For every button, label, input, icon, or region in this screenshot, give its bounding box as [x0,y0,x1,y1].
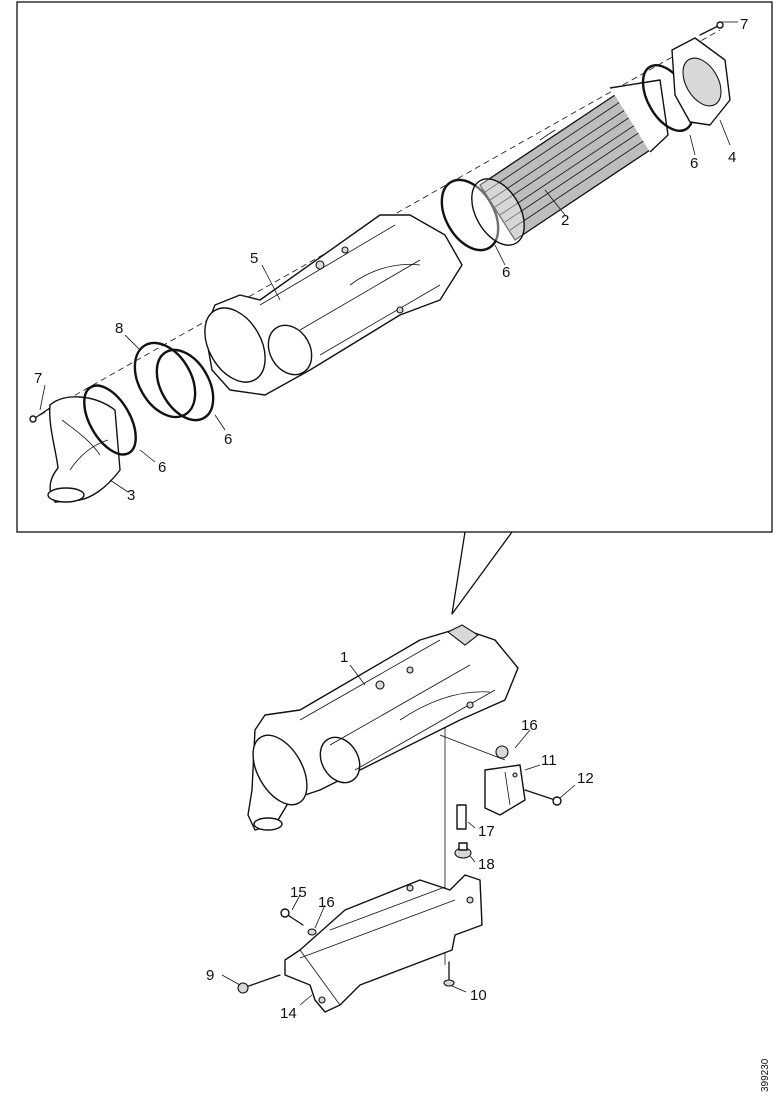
detail-frame [16,1,773,533]
callout-5: 5 [250,250,258,267]
seal-ring-6-left [83,384,137,456]
ring-8 [133,341,197,419]
part-11-bracket [484,764,526,816]
part-2-cooler-core [471,79,669,246]
callout-15: 15 [290,884,307,901]
callout-14: 14 [280,1005,297,1022]
detail-leader-lines [39,21,738,493]
callout-6-mid: 6 [224,431,232,448]
nut-16-top [495,745,509,759]
callout-7-left: 7 [34,370,42,387]
callout-11: 11 [541,752,557,769]
callout-6-left: 6 [158,459,166,476]
callout-7-right: 7 [740,16,748,33]
part-3-end-elbow [47,396,121,503]
detail-pointer [451,531,513,615]
callout-1: 1 [340,649,348,666]
callout-8: 8 [115,320,123,337]
part-5-cooler-housing [204,214,463,396]
spacer-17 [456,804,467,830]
bolt-15 [280,908,304,926]
bolt-7-left [29,407,51,423]
bolt-7-right [699,21,724,36]
callout-17: 17 [478,823,495,840]
callout-4: 4 [728,149,736,166]
callout-6-core: 6 [502,264,510,281]
part-1-cooler-assembly [247,624,519,831]
callout-9: 9 [206,967,214,984]
callout-3: 3 [127,487,135,504]
callout-16-top: 16 [521,717,538,734]
nut-18 [454,842,472,859]
callout-12: 12 [577,770,594,787]
seal-ring-6-mid [155,348,215,422]
washer-16-lower [307,928,317,936]
bolt-12 [524,789,562,806]
callout-2: 2 [561,212,569,229]
callout-6-right: 6 [690,155,698,172]
assembly-leader-lines [221,664,576,1006]
document-id: 399230 [760,1058,771,1092]
bolt-9 [237,974,281,994]
callout-18: 18 [478,856,495,873]
bolt-10 [443,961,455,987]
callout-10: 10 [470,987,487,1004]
part-14-support-frame [284,874,483,1013]
callout-16-lower: 16 [318,894,335,911]
part-4-end-cover [671,37,731,126]
